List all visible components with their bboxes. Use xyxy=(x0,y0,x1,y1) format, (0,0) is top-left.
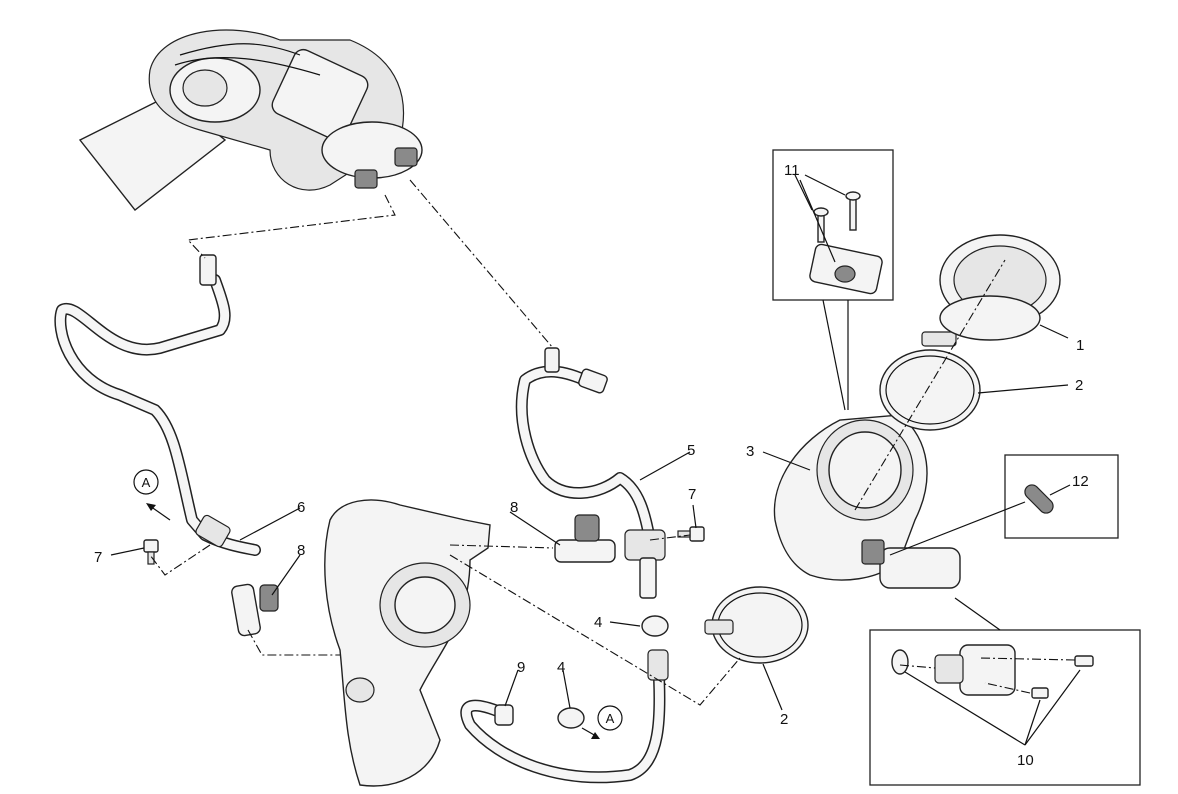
inset-tps-sensor xyxy=(772,149,894,301)
callout-9: 9 xyxy=(517,659,525,676)
hose-clamp-upper xyxy=(879,331,981,431)
callout-7-left: 7 xyxy=(94,549,102,566)
bolt-right xyxy=(677,526,705,542)
inset-gasket xyxy=(1004,454,1119,539)
fuel-injector-right xyxy=(554,514,616,563)
callout-2-lower: 2 xyxy=(780,711,788,728)
callout-7-right: 7 xyxy=(688,486,696,503)
callout-1: 1 xyxy=(1076,337,1084,354)
fuel-hose-left xyxy=(54,254,261,556)
callout-3: 3 xyxy=(746,443,754,460)
marker-a-upper: A xyxy=(133,469,171,521)
marker-a-upper-label: A xyxy=(142,475,151,490)
intake-rubber xyxy=(939,234,1061,341)
callout-2-upper: 2 xyxy=(1075,377,1083,394)
marker-a-lower: A xyxy=(581,705,623,739)
callout-5: 5 xyxy=(687,442,695,459)
callout-11: 11 xyxy=(784,162,800,179)
bolt-left xyxy=(143,539,159,565)
marker-a-lower-label: A xyxy=(606,711,615,726)
fuel-hose-right xyxy=(515,347,666,599)
inset-stepper-motor xyxy=(869,629,1141,786)
return-hose xyxy=(460,615,669,784)
assembly-lines xyxy=(149,179,1076,706)
callout-6: 6 xyxy=(297,499,305,516)
leader-lines xyxy=(110,174,1081,746)
callout-10: 10 xyxy=(1017,752,1034,769)
throttle-body xyxy=(773,414,961,589)
hose-clamp-lower xyxy=(704,586,809,664)
fuel-pump-assembly xyxy=(78,29,423,211)
callout-4-lower: 4 xyxy=(557,659,565,676)
callout-4-right: 4 xyxy=(594,614,602,631)
intake-manifold xyxy=(324,499,491,787)
callout-8-right: 8 xyxy=(510,499,518,516)
callout-12: 12 xyxy=(1072,473,1089,490)
callout-8-left: 8 xyxy=(297,542,305,559)
fuel-injector-left xyxy=(231,583,279,637)
